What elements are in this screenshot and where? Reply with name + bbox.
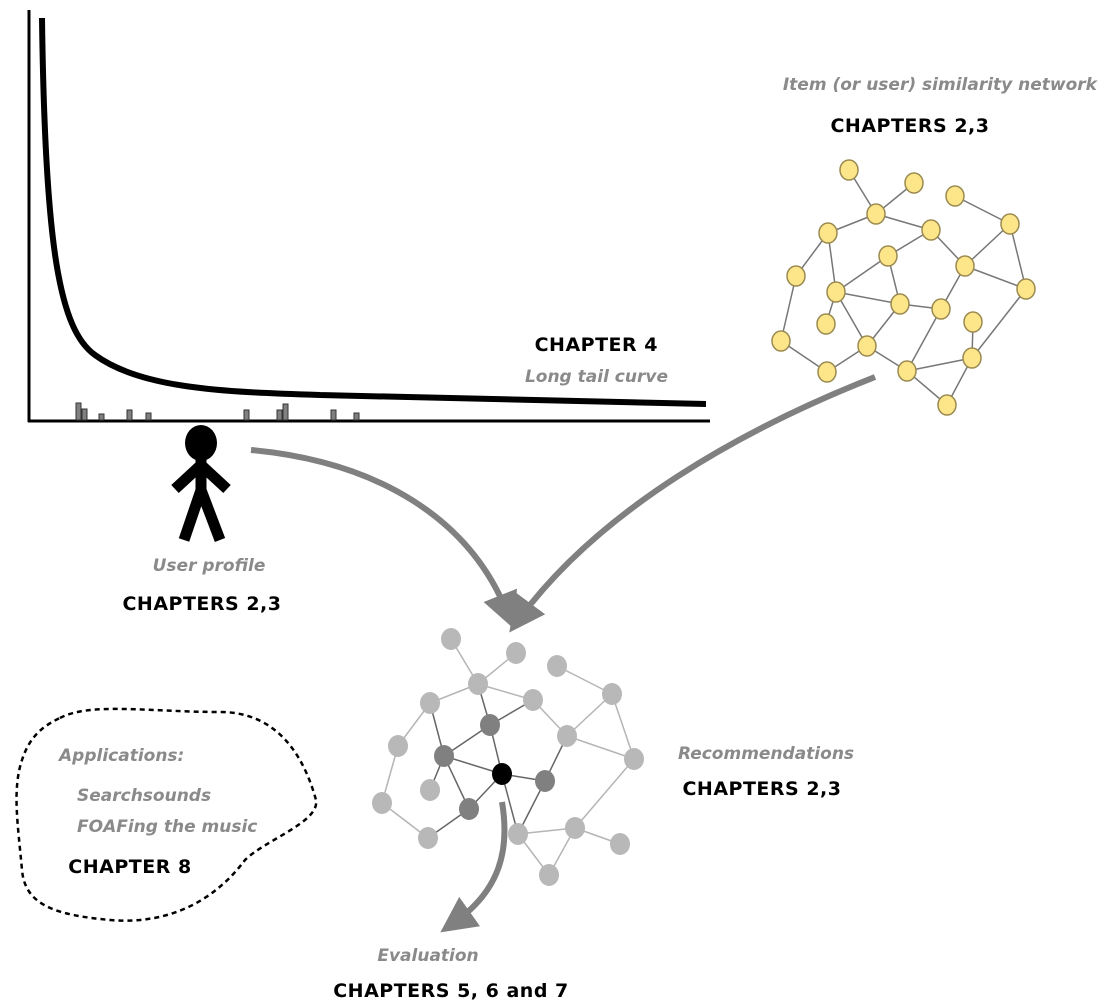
long-tail-curve	[39, 17, 707, 407]
network-node	[434, 745, 454, 767]
network-edge	[1009, 223, 1027, 290]
network-node	[955, 255, 975, 277]
network-node	[420, 692, 440, 714]
recommendations-caption: Recommendations	[678, 744, 854, 764]
network-node	[771, 330, 791, 352]
network-edge	[835, 255, 889, 293]
network-node	[963, 311, 983, 333]
network-node	[945, 185, 965, 207]
user-to-recommendations-arrow	[250, 447, 517, 629]
network-node	[962, 347, 982, 369]
network-node	[1016, 278, 1036, 300]
similarity-network-caption: Item (or user) similarity network	[783, 75, 1099, 95]
network-edge	[566, 735, 635, 760]
network-node	[372, 792, 392, 814]
evaluation-chapter: CHAPTERS 5, 6 and 7	[333, 980, 569, 1002]
network-node	[420, 779, 440, 801]
applications-outline	[15, 707, 318, 922]
network-node	[602, 683, 622, 705]
network-node	[897, 360, 917, 382]
long-tail-caption: Long tail curve	[525, 367, 668, 387]
network-node	[523, 689, 543, 711]
network-node	[786, 265, 806, 287]
network-edge	[954, 195, 1011, 225]
network-node	[418, 827, 438, 849]
network-node	[468, 673, 488, 695]
network-edge	[906, 357, 973, 372]
network-edge	[964, 265, 1027, 290]
network-edge	[971, 288, 1027, 359]
network-node	[937, 394, 957, 416]
network-node	[818, 222, 838, 244]
recommendations-to-evaluation-arrow	[440, 801, 508, 933]
similarity-network-chapter: CHAPTERS 2,3	[830, 115, 989, 137]
network-node	[441, 628, 461, 650]
user-icon	[171, 425, 231, 542]
recommendations-network	[372, 628, 644, 886]
network-node	[459, 798, 479, 820]
user-profile-chapter: CHAPTERS 2,3	[122, 593, 281, 615]
network-edge	[443, 755, 503, 775]
network-node	[921, 219, 941, 241]
network-node	[480, 714, 500, 736]
network-node	[866, 203, 886, 225]
user-profile-caption: User profile	[153, 556, 266, 576]
network-node	[878, 245, 898, 267]
network-node	[839, 159, 859, 181]
network-node	[508, 823, 528, 845]
network-node	[1000, 213, 1020, 235]
long-tail-chapter: CHAPTER 4	[535, 334, 658, 356]
network-edge	[964, 223, 1011, 267]
long-tail-chart	[27, 10, 710, 423]
network-edge	[556, 665, 613, 695]
network-node	[506, 642, 526, 664]
network-edge	[574, 758, 635, 829]
network-edge	[611, 693, 635, 760]
network-node	[817, 361, 837, 383]
similarity-network	[771, 159, 1036, 416]
network-node	[539, 864, 559, 886]
application-item-foafing: FOAFing the music	[77, 817, 257, 837]
network-node	[931, 298, 951, 320]
applications-caption: Applications:	[57, 746, 184, 766]
network-node	[904, 172, 924, 194]
network-edge	[906, 308, 942, 372]
network-node	[610, 833, 630, 855]
network-edge	[780, 275, 797, 342]
network-node	[826, 281, 846, 303]
network-node	[535, 770, 555, 792]
network-edge	[835, 291, 901, 305]
evaluation-caption: Evaluation	[377, 946, 478, 966]
network-node	[816, 313, 836, 335]
network-node	[624, 748, 644, 770]
network-node	[857, 335, 877, 357]
network-node	[388, 735, 408, 757]
network-node	[547, 655, 567, 677]
network-node	[557, 725, 577, 747]
network-to-recommendations-arrow	[509, 374, 877, 633]
recommendations-chapter: CHAPTERS 2,3	[682, 778, 841, 800]
network-node	[565, 817, 585, 839]
network-node	[890, 293, 910, 315]
applications-chapter: CHAPTER 8	[68, 856, 191, 878]
application-item-searchsounds: Searchsounds	[77, 786, 211, 806]
user-bars	[75, 402, 360, 421]
network-node	[492, 763, 512, 785]
